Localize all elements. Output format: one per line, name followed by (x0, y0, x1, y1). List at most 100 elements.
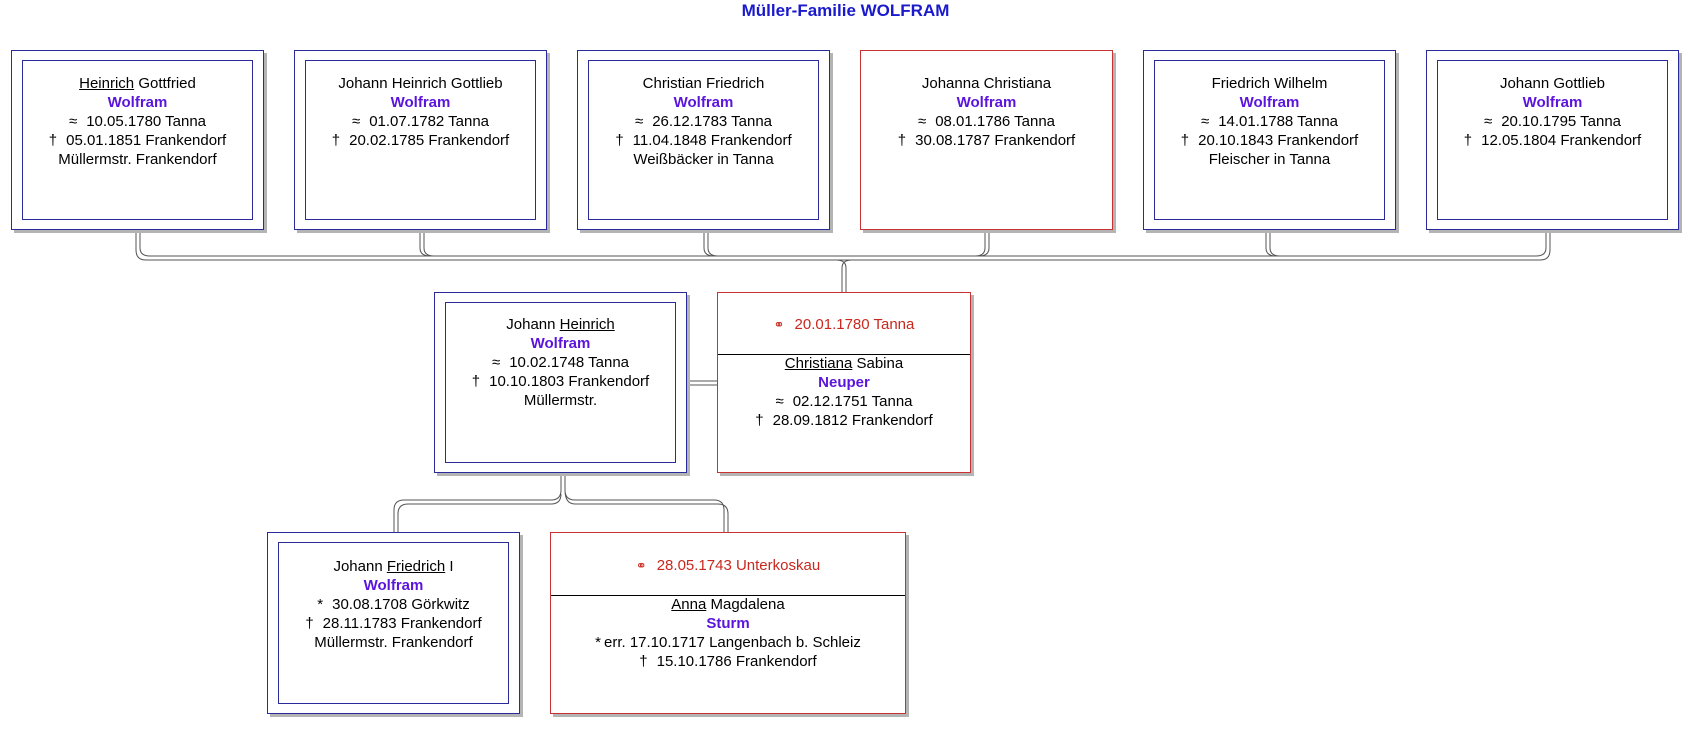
grandmother-birth: err. 17.10.1717 Langenbach b. Schleiz (603, 634, 861, 651)
child-surname: Wolfram (956, 94, 1017, 111)
baptism-icon: ≈ (68, 113, 78, 130)
father-card[interactable]: Johann Heinrich Wolfram ≈10.02.1748 Tann… (434, 292, 687, 473)
mother-card[interactable]: ⚭ 20.01.1780 Tanna Christiana Sabina Neup… (717, 292, 971, 473)
child-surname: Wolfram (390, 94, 451, 111)
father-baptism: 10.02.1748 Tanna (509, 354, 630, 371)
child-baptism: 08.01.1786 Tanna (935, 113, 1056, 130)
grandfather-suffix: I (449, 558, 454, 575)
grandmother-marriage: ⚭ 28.05.1743 Unterkoskau (551, 557, 905, 574)
child-baptism: 14.01.1788 Tanna (1218, 113, 1339, 130)
couple-link-line (685, 380, 717, 386)
grandmother-card[interactable]: ⚭ 28.05.1743 Unterkoskau Anna Magdalena S… (550, 532, 906, 714)
grandmother-given-name: Anna (671, 596, 707, 613)
child-death: 11.04.1848 Frankendorf (632, 132, 792, 149)
children-bus-line-inner (139, 225, 1547, 257)
child-card-heinrich-gottfried[interactable]: Heinrich Gottfried Wolfram ≈10.05.1780 T… (11, 50, 264, 230)
child-occupation: Weißbäcker in Tanna (633, 151, 774, 168)
father-given-name: Heinrich (559, 316, 615, 333)
child-death: 20.10.1843 Frankendorf (1198, 132, 1359, 149)
child-death: 12.05.1804 Frankendorf (1481, 132, 1642, 149)
mother-middle-name: Sabina (856, 355, 904, 372)
marriage-rings-icon: ⚭ (773, 317, 785, 332)
grandmother-death: 15.10.1786 Frankendorf (656, 653, 817, 670)
death-icon: † (331, 132, 341, 149)
marriage-date: 20.01.1780 Tanna (794, 316, 915, 333)
baptism-icon: ≈ (775, 393, 784, 410)
baptism-icon: ≈ (917, 113, 927, 130)
grandfather-birth: 30.08.1708 Görkwitz (332, 596, 470, 613)
child-given-names: Johanna Christiana (921, 75, 1052, 92)
child-given-names: Johann Gottlieb (1499, 75, 1606, 92)
page-title: Müller-Familie WOLFRAM (741, 1, 950, 20)
baptism-icon: ≈ (491, 354, 501, 371)
death-icon: † (1463, 132, 1473, 149)
child-drop-2 (419, 225, 435, 257)
mother-baptism: 02.12.1751 Tanna (792, 393, 913, 410)
marriage-date: 28.05.1743 Unterkoskau (656, 557, 821, 574)
mother-given-name: Christiana (784, 355, 853, 372)
child-card-johann-heinrich-gottlieb[interactable]: Johann Heinrich Gottlieb Wolfram ≈01.07.… (294, 50, 547, 230)
death-icon: † (1180, 132, 1190, 149)
child-card-friedrich-wilhelm[interactable]: Friedrich Wilhelm Wolfram ≈14.01.1788 Ta… (1143, 50, 1396, 230)
child-surname: Wolfram (673, 94, 734, 111)
grandfather-prename: Johann (333, 558, 383, 575)
baptism-icon: ≈ (351, 113, 361, 130)
father-surname: Wolfram (530, 335, 591, 352)
death-icon: † (305, 615, 314, 632)
child-middle-name: Gottfried (138, 75, 196, 92)
child-card-johanna-christiana[interactable]: Johanna Christiana Wolfram ≈08.01.1786 T… (860, 50, 1113, 230)
child-given-names: Johann Heinrich Gottlieb (338, 75, 503, 92)
child-baptism: 26.12.1783 Tanna (652, 113, 773, 130)
death-icon: † (755, 412, 764, 429)
death-icon: † (639, 653, 648, 670)
baptism-icon: ≈ (1200, 113, 1210, 130)
baptism-icon: ≈ (1483, 113, 1493, 130)
child-baptism: 01.07.1782 Tanna (369, 113, 490, 130)
grandfather-card[interactable]: Johann Friedrich I Wolfram * 30.08.1708 G… (267, 532, 520, 714)
child-death: 05.01.1851 Frankendorf (66, 132, 227, 149)
child-card-christian-friedrich[interactable]: Christian Friedrich Wolfram ≈26.12.1783 … (577, 50, 830, 230)
child-surname: Wolfram (1239, 94, 1300, 111)
child-surname: Wolfram (1522, 94, 1583, 111)
death-icon: † (48, 132, 58, 149)
birth-icon: * (317, 596, 324, 613)
child-baptism: 10.05.1780 Tanna (86, 113, 207, 130)
grandmother-surname: Sturm (706, 615, 750, 632)
mother-death: 28.09.1812 Frankendorf (772, 412, 933, 429)
grandfather-given-name: Friedrich (386, 558, 446, 575)
marriage-rings-icon: ⚭ (635, 558, 647, 573)
divider (718, 354, 970, 355)
divider (551, 595, 905, 596)
child-drop-5 (1265, 225, 1281, 257)
child-occupation: Müllermstr. Frankendorf (58, 151, 217, 168)
grandparents-line (393, 473, 729, 532)
child-given-names: Christian Friedrich (642, 75, 765, 92)
child-drop-3 (703, 225, 719, 257)
mother-surname: Neuper (818, 374, 870, 391)
death-icon: † (897, 132, 907, 149)
death-icon: † (471, 373, 481, 390)
grandfather-surname: Wolfram (363, 577, 424, 594)
father-death: 10.10.1803 Frankendorf (489, 373, 650, 390)
child-surname: Wolfram (107, 94, 168, 111)
parents-up-line (835, 259, 853, 292)
child-death: 20.02.1785 Frankendorf (349, 132, 510, 149)
child-occupation: Fleischer in Tanna (1208, 151, 1331, 168)
child-drop-4 (974, 225, 990, 257)
father-occupation: Müllermstr. (523, 392, 598, 409)
birth-icon: * (595, 634, 601, 651)
child-baptism: 20.10.1795 Tanna (1501, 113, 1622, 130)
father-prename: Johann (506, 316, 556, 333)
child-given-name: Heinrich (79, 75, 135, 92)
grandfather-occupation: Müllermstr. Frankendorf (314, 634, 473, 651)
child-card-johann-gottlieb[interactable]: Johann Gottlieb Wolfram ≈20.10.1795 Tann… (1426, 50, 1679, 230)
child-given-names: Friedrich Wilhelm (1211, 75, 1328, 92)
death-icon: † (615, 132, 624, 149)
children-bus-line (135, 225, 1551, 261)
mother-marriage: ⚭ 20.01.1780 Tanna (718, 316, 970, 333)
grandfather-death: 28.11.1783 Frankendorf (322, 615, 482, 632)
baptism-icon: ≈ (634, 113, 644, 130)
child-death: 30.08.1787 Frankendorf (915, 132, 1076, 149)
grandmother-middle-name: Magdalena (710, 596, 785, 613)
